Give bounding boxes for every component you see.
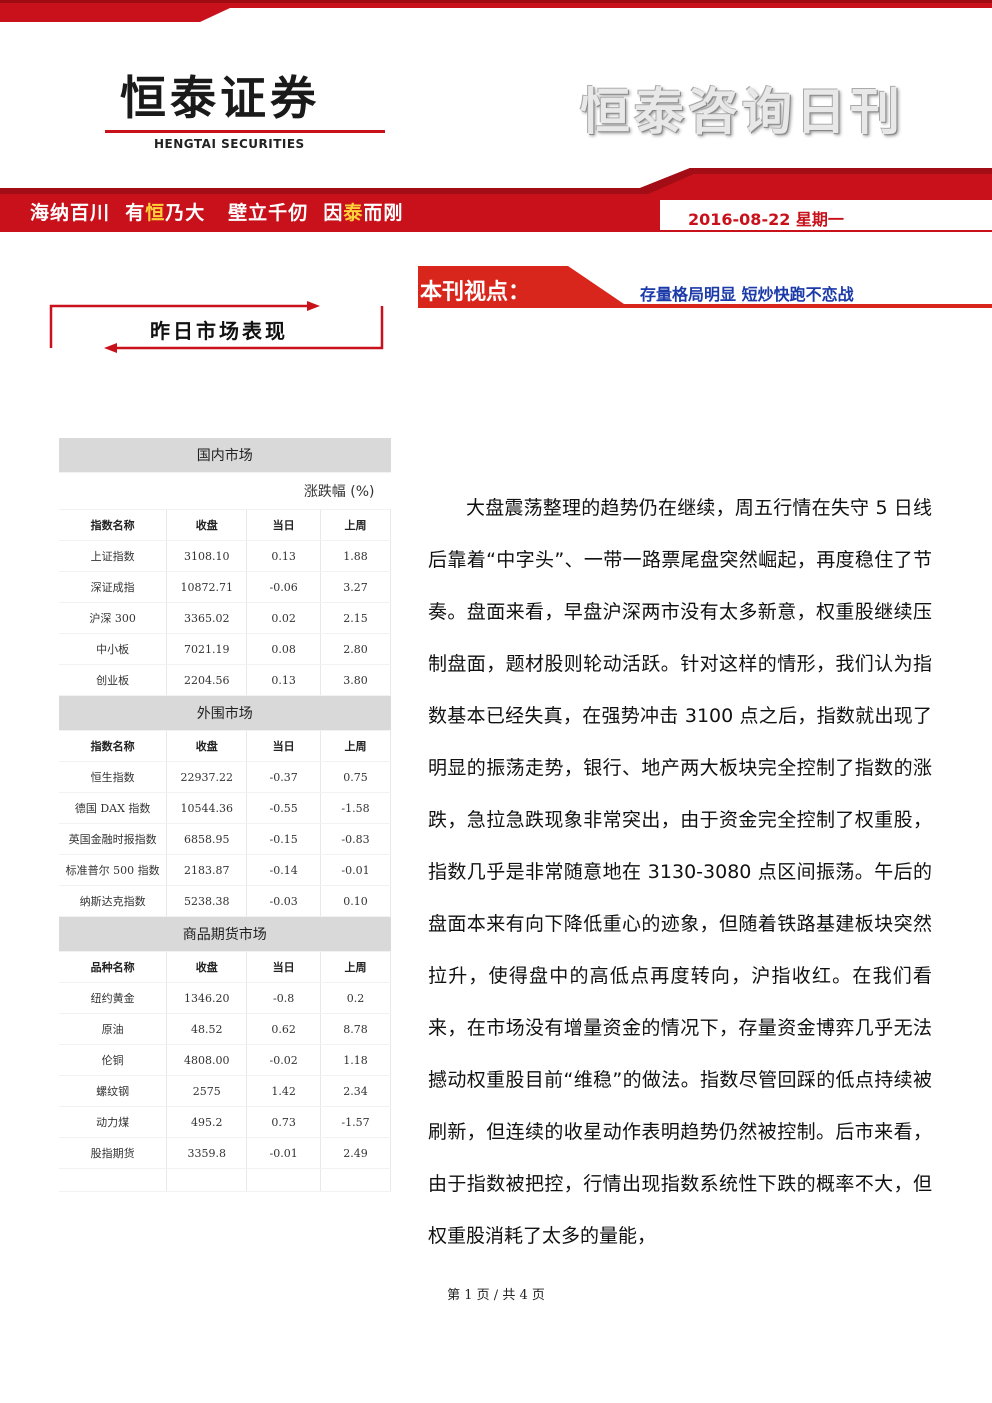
logo-chinese-name: 恒泰证券 (120, 71, 320, 125)
table-column-header: 指数名称收盘当日上周 (59, 509, 391, 541)
slogan-part: 而刚 (363, 202, 404, 224)
company-slogan: 海纳百川 有恒乃大 壁立千仞 因泰而刚 (30, 198, 403, 225)
slogan-part: 乃大 壁立千仞 因 (165, 202, 344, 224)
article-body: 大盘震荡整理的趋势仍在继续，周五行情在失守 5 日线后靠着“中字头”、一带一路票… (428, 497, 932, 1247)
page-number: 第 1 页 / 共 4 页 (447, 1288, 545, 1303)
table-column-header: 品种名称收盘当日上周 (59, 951, 391, 983)
publication-title: 恒泰咨询日刊 (580, 83, 904, 141)
issue-date: 2016-08-22 星期一 (688, 210, 844, 229)
company-logo: 恒泰证券 HENGTAI SECURITIES (105, 70, 385, 151)
logo-english-name: HENGTAI SECURITIES (154, 137, 305, 151)
viewpoint-label: 本刊视点： (420, 280, 531, 305)
slogan-highlight: 泰 (343, 202, 364, 224)
viewpoint-title: 存量格局明显 短炒快跑不恋战 (640, 285, 854, 304)
section-title: 昨日市场表现 (150, 319, 288, 343)
logo-underline (105, 130, 385, 133)
slogan-banner (0, 168, 992, 232)
table-section-header: 商品期货市场 (59, 916, 391, 952)
table-section-header: 国内市场 (59, 438, 391, 473)
section-heading-frame (49, 301, 384, 353)
table-spacer-row (59, 1168, 391, 1192)
top-red-stripe (0, 0, 992, 22)
table-unit-row: 涨跌幅 (%) (59, 472, 391, 510)
table-column-header: 指数名称收盘当日上周 (59, 730, 391, 762)
slogan-part: 海纳百川 有 (30, 202, 146, 224)
viewpoint-banner (418, 266, 992, 308)
table-section-header: 外围市场 (59, 695, 391, 731)
slogan-highlight: 恒 (145, 202, 166, 224)
